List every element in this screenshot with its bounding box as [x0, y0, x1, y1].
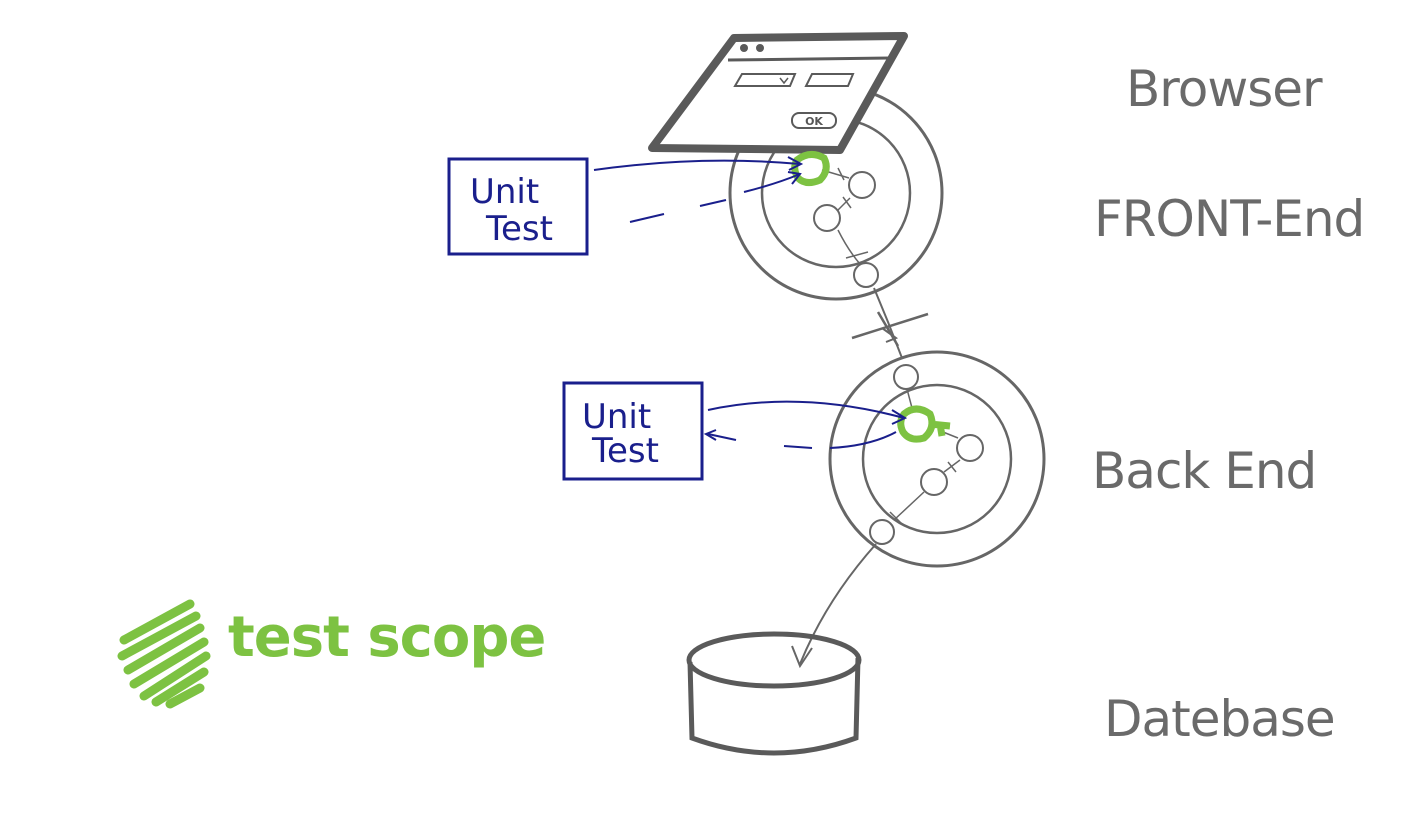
chevron-down-icon	[779, 77, 789, 85]
front-end-unit-node	[813, 204, 841, 232]
stub-mark	[876, 311, 900, 347]
front-to-back-connector	[851, 287, 929, 359]
back-end-outer-ring	[828, 350, 1046, 568]
back-end-unit-node	[956, 434, 984, 462]
unit-test-frontend-box	[447, 157, 589, 256]
unit-test-frontend-return-arrow	[629, 173, 801, 223]
front-end-unit-node	[848, 171, 876, 199]
unit-test-backend: Unit Test	[562, 381, 908, 481]
unit-test-frontend-line1: Unit	[470, 172, 539, 212]
layer-label-front-end: FRONT-End	[1094, 190, 1364, 248]
front-end-test-scope-highlight	[791, 151, 830, 187]
back-end-internal-arrow	[906, 388, 913, 409]
database-cylinder	[686, 631, 862, 756]
arrowhead-icon	[703, 429, 717, 441]
layer-label-browser: Browser	[1126, 60, 1323, 118]
unit-test-frontend-line2: Test	[485, 209, 553, 249]
legend-label: test scope	[228, 605, 545, 670]
arrowhead-icon	[891, 409, 908, 425]
legend: test scope	[117, 599, 546, 709]
stub-mark	[851, 312, 929, 340]
stub-mark	[889, 461, 957, 525]
unit-test-frontend: Unit Test	[447, 156, 804, 256]
database-top	[686, 631, 862, 689]
unit-test-backend-line2: Test	[591, 431, 659, 471]
back-end-unit-node	[869, 519, 895, 545]
browser-titlebar	[727, 56, 893, 62]
browser-ok-label: OK	[805, 115, 823, 128]
arrowhead-icon	[881, 327, 899, 343]
browser-window-frame	[648, 32, 908, 154]
unit-test-backend-call-arrow	[707, 400, 905, 419]
browser-text-field	[804, 73, 855, 87]
back-end-component	[828, 350, 1046, 568]
back-end-test-scope-highlight	[897, 405, 951, 443]
browser-window-dot	[756, 44, 764, 52]
stub-mark	[837, 167, 869, 259]
browser-window-dot	[740, 44, 748, 52]
unit-test-frontend-call-arrow	[593, 159, 801, 171]
back-end-unit-node	[920, 468, 948, 496]
front-end-internal-arrow	[837, 229, 861, 265]
arrowhead-icon	[787, 156, 804, 171]
layer-label-database: Datebase	[1104, 690, 1335, 748]
browser-dropdown-field	[733, 73, 797, 87]
front-end-unit-node	[853, 262, 879, 288]
browser-window: OK	[648, 32, 908, 154]
layer-label-back-end: Back End	[1092, 442, 1316, 500]
arrowhead-icon	[791, 645, 813, 669]
front-end-internal-arrow	[837, 197, 851, 211]
back-end-inner-ring	[861, 383, 1013, 535]
database-body	[687, 657, 861, 756]
unit-test-backend-box	[562, 381, 704, 481]
unit-test-backend-return-arrow	[707, 431, 897, 449]
legend-scribble-swatch	[117, 599, 211, 709]
arrowhead-icon	[787, 171, 802, 185]
browser-ok-button	[791, 112, 837, 129]
back-to-database-arrow	[799, 543, 877, 665]
back-end-unit-node	[893, 364, 919, 390]
unit-test-backend-line1: Unit	[582, 397, 651, 437]
back-end-internal-arrow	[893, 491, 925, 521]
